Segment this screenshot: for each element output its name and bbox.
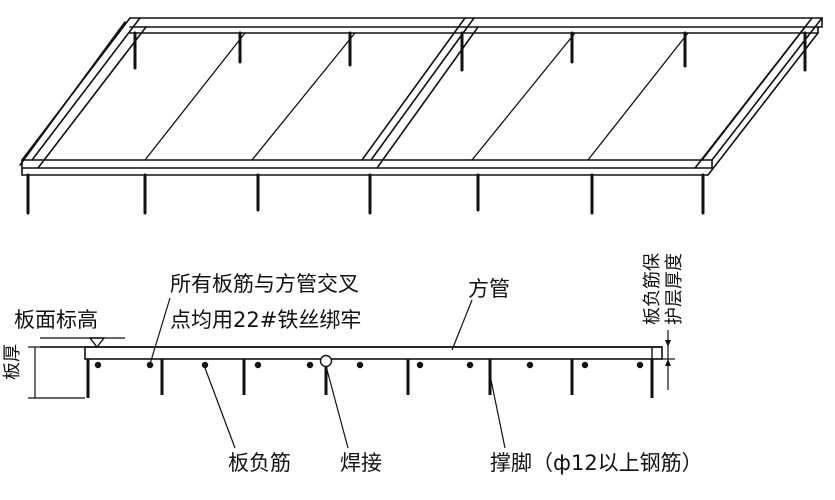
elevation-marker (88, 337, 106, 349)
back-support-legs (133, 31, 807, 72)
label-all-crossings-line1: 所有板筋与方管交叉 (170, 272, 359, 296)
label-slab-thickness: 板厚 (2, 344, 23, 380)
left-side-tube (19, 17, 147, 169)
leader-lines (149, 297, 506, 449)
label-negative-rebar: 板负筋 (228, 451, 291, 475)
label-cover-line1: 板负筋保 (642, 253, 663, 325)
weld-symbol (319, 354, 333, 368)
front-square-tube (21, 159, 713, 176)
isometric-frame (19, 17, 823, 215)
negative-rebar-dots (94, 361, 644, 369)
right-side-tube (694, 17, 823, 176)
thin-cross-rebars (144, 32, 689, 161)
label-cover-line2: 护层厚度 (664, 253, 685, 325)
label-square-tube: 方管 (468, 277, 510, 301)
front-support-legs (26, 173, 705, 215)
section-drawing (28, 297, 675, 449)
label-slab-top-elevation: 板面标高 (14, 308, 98, 332)
label-support-leg: 撑脚（ф12以上钢筋） (490, 451, 703, 475)
square-tube-section (84, 346, 663, 360)
section-support-legs (86, 359, 654, 398)
label-all-crossings-line2: 点均用22#铁丝绑牢 (170, 308, 361, 332)
label-weld: 焊接 (340, 451, 382, 475)
